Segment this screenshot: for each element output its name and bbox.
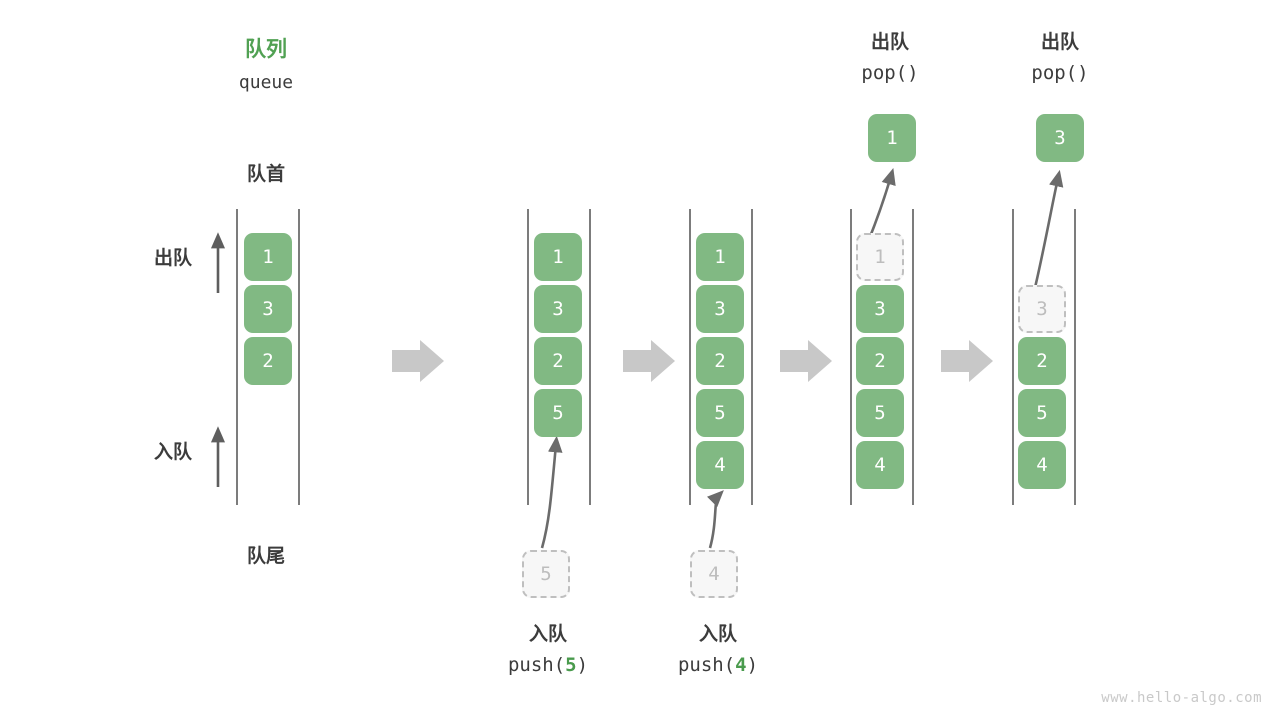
- queue-rail-right: [298, 209, 300, 505]
- queue-rear-label: 队尾: [246, 546, 285, 567]
- step-arrow-4: [941, 340, 993, 382]
- operation-code-value: 5: [565, 654, 577, 676]
- queue-cell: 5: [856, 389, 904, 437]
- queue-cell: 1: [534, 233, 582, 281]
- queue-rail-left: [850, 209, 852, 505]
- queue-rail-right: [1074, 209, 1076, 505]
- queue-cell: 2: [856, 337, 904, 385]
- queue-cell: 5: [696, 389, 744, 437]
- queue-cell: 5: [1018, 389, 1066, 437]
- popped-element: 1: [868, 114, 916, 162]
- operation-label-cn: 出队: [870, 32, 909, 53]
- queue-cell-vacated: 1: [856, 233, 904, 281]
- queue-rail-left: [236, 209, 238, 505]
- operation-label-code: push(4): [633, 650, 803, 680]
- queue-cell: 3: [696, 285, 744, 333]
- dequeue-direction-label: 出队: [153, 248, 192, 269]
- operation-code-suffix: ): [1077, 62, 1089, 84]
- operation-code-prefix: push(: [677, 654, 736, 676]
- popped-element: 3: [1036, 114, 1084, 162]
- operation-label-push-4: 入队 push(4): [633, 620, 803, 680]
- operation-label-pop-3: 出队 pop(): [975, 28, 1145, 88]
- step-arrow-3: [780, 340, 832, 382]
- operation-label-push-5: 入队 push(5): [463, 620, 633, 680]
- queue-rail-right: [751, 209, 753, 505]
- operation-code-value: 4: [735, 654, 747, 676]
- operation-label-pop-1: 出队 pop(): [805, 28, 975, 88]
- operation-label-cn: 出队: [1040, 32, 1079, 53]
- queue-cell: 3: [856, 285, 904, 333]
- pop-3-arrow: [1032, 169, 1064, 293]
- queue-front-label: 队首: [246, 164, 285, 185]
- queue-cell: 4: [696, 441, 744, 489]
- operation-code-suffix: ): [746, 654, 759, 676]
- operation-code-prefix: push(: [507, 654, 566, 676]
- step-arrow-2: [623, 340, 675, 382]
- operation-label-cn: 入队: [528, 624, 567, 645]
- operation-label-cn: 入队: [698, 624, 737, 645]
- queue-rail-right: [589, 209, 591, 505]
- queue-cell: 5: [534, 389, 582, 437]
- queue-rail-left: [527, 209, 529, 505]
- queue-cell: 2: [1018, 337, 1066, 385]
- queue-rail-left: [1012, 209, 1014, 505]
- operation-code-prefix: pop(: [1031, 62, 1078, 84]
- queue-cell: 2: [534, 337, 582, 385]
- push-4-arrow: [706, 490, 724, 549]
- queue-cell: 1: [244, 233, 292, 281]
- queue-cell: 2: [696, 337, 744, 385]
- queue-rail-left: [689, 209, 691, 505]
- page-title: 队列: [245, 38, 287, 61]
- queue-cell-vacated: 3: [1018, 285, 1066, 333]
- incoming-element: 4: [690, 550, 738, 598]
- queue-cell: 4: [856, 441, 904, 489]
- operation-code-suffix: ): [576, 654, 589, 676]
- queue-rail-right: [912, 209, 914, 505]
- incoming-element: 5: [522, 550, 570, 598]
- queue-cell: 3: [534, 285, 582, 333]
- operation-code-suffix: ): [907, 62, 919, 84]
- page-subtitle: queue: [238, 72, 294, 93]
- operation-code-prefix: pop(: [861, 62, 908, 84]
- queue-cell: 2: [244, 337, 292, 385]
- operation-label-code: pop(): [975, 58, 1145, 88]
- operation-label-code: push(5): [463, 650, 633, 680]
- operation-label-code: pop(): [805, 58, 975, 88]
- watermark: www.hello-algo.com: [1101, 690, 1262, 706]
- enqueue-direction-label: 入队: [153, 442, 192, 463]
- queue-cell: 1: [696, 233, 744, 281]
- queue-cell: 4: [1018, 441, 1066, 489]
- queue-cell: 3: [244, 285, 292, 333]
- step-arrow-1: [392, 340, 444, 382]
- push-5-arrow: [540, 435, 563, 549]
